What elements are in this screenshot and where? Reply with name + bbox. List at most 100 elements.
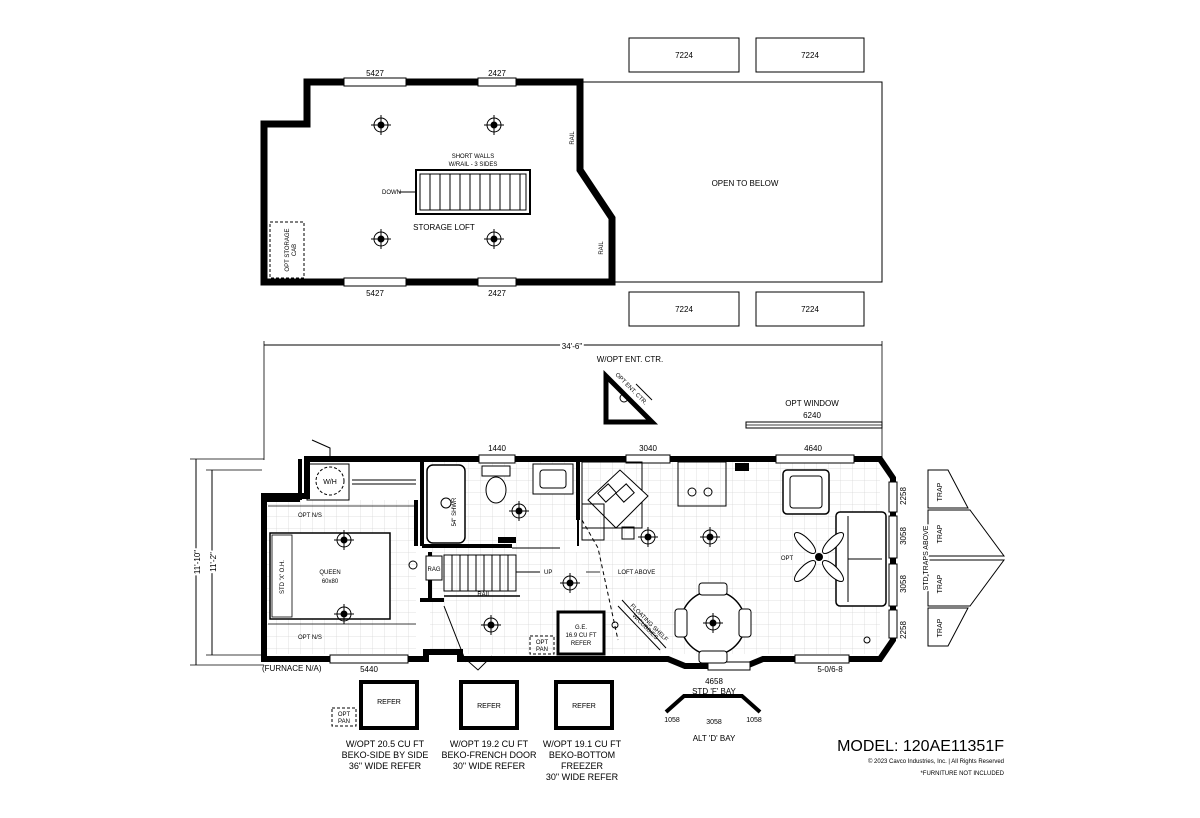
bath-sink bbox=[532, 463, 574, 495]
loft-window-label: 2427 bbox=[488, 69, 506, 78]
box-label: 7224 bbox=[675, 51, 693, 60]
opt-refer-2 bbox=[459, 680, 519, 730]
main-stair bbox=[443, 554, 517, 592]
refer-label: REFER bbox=[572, 703, 596, 710]
ge-label: G.E. bbox=[575, 625, 587, 631]
dim-left-inner: 11'-2" bbox=[209, 552, 218, 572]
trap-label: TRAP bbox=[937, 618, 944, 637]
up-label: UP bbox=[544, 570, 552, 576]
box-label: 7224 bbox=[801, 51, 819, 60]
window-3058 bbox=[888, 563, 898, 607]
rail-label: RAIL bbox=[570, 131, 576, 145]
main-floor-plan: 34'-6" 11'-10" 11'-2" bbox=[190, 340, 1005, 743]
loft-box bbox=[628, 37, 740, 73]
window-label: 3058 bbox=[899, 527, 908, 545]
window-3040 bbox=[625, 454, 671, 464]
loft-above-line bbox=[581, 519, 619, 641]
loft-window-label: 2427 bbox=[488, 289, 506, 298]
alt-d-bay-label: ALT 'D' BAY bbox=[693, 734, 736, 743]
ge-size-label: 16.9 CU FT bbox=[565, 633, 596, 639]
refer-label: REFER bbox=[377, 699, 401, 706]
loft-stair bbox=[415, 169, 531, 215]
option-text: 30" WIDE REFER bbox=[546, 772, 619, 782]
loft-window-bottom-2 bbox=[477, 277, 517, 287]
window-label: 3058 bbox=[899, 575, 908, 593]
option-text: FREEZER bbox=[561, 761, 604, 771]
entry-door bbox=[794, 654, 850, 664]
loft-window-label: 5427 bbox=[366, 289, 384, 298]
refer-options: REFER OPT PAN REFER REFER W/OPT 20.5 CU … bbox=[331, 680, 622, 782]
option-text: 30" WIDE REFER bbox=[453, 761, 526, 771]
queen-bed bbox=[269, 532, 391, 620]
mw-icon bbox=[621, 526, 635, 540]
option-text: W/OPT 19.2 CU FT bbox=[450, 739, 529, 749]
open-to-below-label: OPEN TO BELOW bbox=[712, 179, 779, 188]
loft-light-icon bbox=[483, 114, 505, 136]
opt-pan-label: OPT bbox=[536, 640, 549, 646]
box-label: 7224 bbox=[675, 305, 693, 314]
loft-above-label: LOFT ABOVE bbox=[618, 570, 655, 576]
loft-window-label: 5427 bbox=[366, 69, 384, 78]
opt-ns-label: OPT N/S bbox=[298, 513, 322, 519]
ceiling-fan-icon bbox=[793, 531, 845, 583]
range bbox=[677, 461, 727, 507]
opt-pan-label: OPT bbox=[338, 712, 351, 718]
bay-label: 3058 bbox=[706, 719, 722, 726]
model-label: MODEL: 120AE11351F bbox=[837, 738, 1004, 755]
opt-storage-cab bbox=[269, 221, 305, 279]
std-f-bay-label: STD 'F' BAY bbox=[692, 687, 736, 696]
window-label: 4640 bbox=[804, 444, 822, 453]
open-to-below-area bbox=[582, 81, 883, 283]
refrigerator bbox=[556, 610, 606, 656]
door-label: 5-0/6-8 bbox=[817, 665, 843, 674]
opt-window-code: 6240 bbox=[803, 411, 821, 420]
loft-box bbox=[755, 37, 865, 73]
option-text: BEKO-BOTTOM bbox=[549, 750, 615, 760]
window-label: 2258 bbox=[899, 487, 908, 505]
window-label: 4658 bbox=[705, 677, 723, 686]
window-2258 bbox=[888, 481, 898, 513]
option-text: BEKO-FRENCH DOOR bbox=[441, 750, 537, 760]
window-5440 bbox=[329, 654, 409, 664]
short-walls-label: W/RAIL - 3 SIDES bbox=[449, 162, 498, 168]
toilet-tank bbox=[481, 465, 511, 477]
wh-label: W/H bbox=[323, 479, 337, 486]
queen-label: QUEEN bbox=[319, 570, 340, 576]
dim-left-outer: 11'-10" bbox=[193, 550, 202, 574]
opt-storage-label: CAB bbox=[292, 244, 298, 256]
water-heater-icon bbox=[315, 466, 345, 496]
down-label: DOWN bbox=[382, 190, 401, 196]
window-3058 bbox=[888, 515, 898, 559]
window-4658 bbox=[707, 661, 751, 671]
trap-label: TRAP bbox=[937, 524, 944, 543]
window-label: 2258 bbox=[899, 621, 908, 639]
opt-pan-label: PAN bbox=[536, 647, 548, 653]
option-text: 36" WIDE REFER bbox=[349, 761, 422, 771]
window-1440 bbox=[478, 454, 516, 464]
armchair bbox=[782, 469, 830, 515]
opt-pan bbox=[529, 635, 555, 655]
opt-window-label: OPT WINDOW bbox=[785, 399, 839, 408]
opt-refer-1 bbox=[359, 680, 419, 730]
opt-storage-label: OPT STORAGE bbox=[285, 228, 291, 271]
loft-light-icon bbox=[483, 228, 505, 250]
loft-walls bbox=[260, 78, 616, 286]
refer-label: REFER bbox=[477, 703, 501, 710]
loft-box bbox=[755, 291, 865, 327]
storage-loft-label: STORAGE LOFT bbox=[413, 223, 475, 232]
window-2258 bbox=[888, 609, 898, 639]
opt-refer-3 bbox=[554, 680, 614, 730]
copyright-label: © 2023 Cavco Industries, Inc. | All Righ… bbox=[868, 758, 1004, 765]
opt-ns-label: OPT N/S bbox=[298, 635, 322, 641]
std-traps-above-label: STD TRAPS ABOVE bbox=[923, 525, 930, 590]
loft-box bbox=[628, 291, 740, 327]
alt-d-bay bbox=[664, 694, 762, 714]
thermostat-icon bbox=[408, 560, 418, 570]
opt-fan-label: OPT bbox=[781, 556, 794, 562]
kitchen-sink bbox=[587, 469, 649, 529]
window-label: 1440 bbox=[488, 444, 506, 453]
box-label: 7224 bbox=[801, 305, 819, 314]
overall-width-label: 34'-6" bbox=[562, 342, 583, 351]
std-xoh-label: STD 'X' O.H. bbox=[280, 560, 286, 594]
